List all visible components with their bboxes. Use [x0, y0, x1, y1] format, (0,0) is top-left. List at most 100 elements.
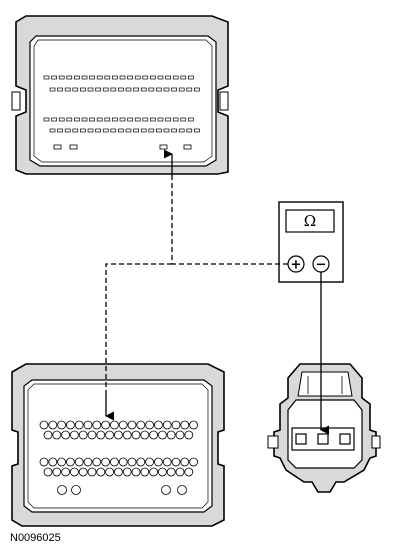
pin-socket: [92, 420, 102, 430]
pin-socket: [101, 457, 110, 467]
pin-socket: [136, 420, 146, 430]
ohm-symbol: Ω: [304, 212, 316, 230]
pin-socket: [66, 420, 75, 430]
pin-slot: [72, 87, 79, 92]
pin-socket: [157, 430, 167, 440]
pin-socket: [57, 457, 66, 467]
pin-socket: [71, 485, 81, 495]
pin-socket: [114, 430, 123, 440]
pin-socket: [145, 420, 155, 430]
pin-socket: [177, 485, 187, 495]
pin-slot: [72, 128, 79, 133]
pin-socket: [96, 467, 106, 477]
top-connector-small-pins: [53, 144, 192, 150]
pin-slot: [178, 87, 185, 92]
pin-socket: [122, 467, 132, 477]
pin-slot: [140, 128, 147, 133]
pin-socket: [57, 485, 67, 495]
pin-slot: [95, 87, 101, 92]
pin-slot: [64, 128, 71, 133]
pin-socket: [43, 467, 53, 477]
pin-slot: [112, 75, 118, 80]
pin-socket: [161, 485, 171, 495]
pin-socket: [118, 457, 128, 467]
pin-slot: [43, 75, 50, 80]
pin-socket: [136, 457, 146, 467]
pin-socket: [171, 420, 181, 430]
pin-socket: [61, 467, 70, 477]
pin-slot: [156, 87, 162, 92]
pin-slot: [87, 128, 94, 133]
minus-sign: −: [316, 258, 327, 273]
pin-slot: [89, 75, 95, 80]
pin-slot: [140, 87, 147, 92]
sensor-connector: [267, 363, 381, 493]
pin-slot: [172, 117, 179, 122]
pin-slot: [150, 75, 156, 80]
top-connector: [11, 15, 229, 175]
pin-slot: [80, 87, 86, 92]
pin-slot: [74, 117, 80, 122]
pin-socket: [92, 457, 102, 467]
pin-socket: [131, 467, 141, 477]
pin-socket: [70, 467, 79, 477]
pin-socket: [57, 420, 66, 430]
pin-slot: [89, 117, 95, 122]
pin-socket: [118, 420, 128, 430]
pin-socket: [153, 420, 163, 430]
pin-socket: [140, 430, 150, 440]
pin-slot: [66, 117, 73, 122]
pin-slot: [49, 87, 56, 92]
pin-slot: [134, 117, 141, 122]
pin-slot: [188, 117, 194, 122]
pin-slot: [171, 87, 177, 92]
pin-slot: [49, 128, 56, 133]
pin-socket: [96, 430, 106, 440]
pin-socket: [171, 457, 181, 467]
pin-slot: [142, 117, 149, 122]
pin-socket: [127, 420, 137, 430]
pin-socket: [157, 467, 167, 477]
bottom-left-connector-pin-grid: [39, 420, 199, 495]
pin-slot: [194, 87, 200, 92]
pin-slot: [157, 117, 164, 122]
pin-socket: [189, 420, 199, 430]
pin-slot: [96, 117, 103, 122]
pin-socket: [74, 457, 84, 467]
pin-socket: [83, 457, 93, 467]
pin-socket: [78, 430, 88, 440]
pin-slot: [95, 128, 101, 133]
pin-slot: [194, 128, 200, 133]
pin-slot: [58, 117, 65, 122]
pin-slot: [127, 117, 133, 122]
pin-slot: [81, 75, 88, 80]
pin-slot: [171, 128, 177, 133]
pin-slot: [104, 117, 111, 122]
pin-slot: [157, 75, 164, 80]
plus-sign: +: [291, 258, 302, 273]
pin-socket: [39, 457, 49, 467]
pin-socket: [87, 467, 97, 477]
pin-slot: [125, 128, 132, 133]
pin-slot: [74, 75, 80, 80]
pin-slot: [102, 128, 109, 133]
pin-slot: [57, 128, 63, 133]
pin-slot: [178, 128, 185, 133]
pin-socket: [140, 467, 150, 477]
pin-slot: [165, 75, 171, 80]
pin-socket: [110, 457, 119, 467]
pin-socket: [166, 430, 176, 440]
pin-slot: [57, 87, 63, 92]
pin-socket: [180, 457, 190, 467]
pin-slot: [134, 75, 141, 80]
pin-socket: [52, 430, 62, 440]
pin-slot: [119, 117, 126, 122]
pin-socket: [61, 430, 70, 440]
pin-socket: [145, 457, 155, 467]
pin-slot: [133, 87, 139, 92]
pin-slot: [148, 128, 155, 133]
pin-slot: [43, 117, 50, 122]
ohmmeter: Ω + −: [278, 201, 344, 283]
pin-socket: [166, 467, 176, 477]
pin-slot: [87, 87, 94, 92]
